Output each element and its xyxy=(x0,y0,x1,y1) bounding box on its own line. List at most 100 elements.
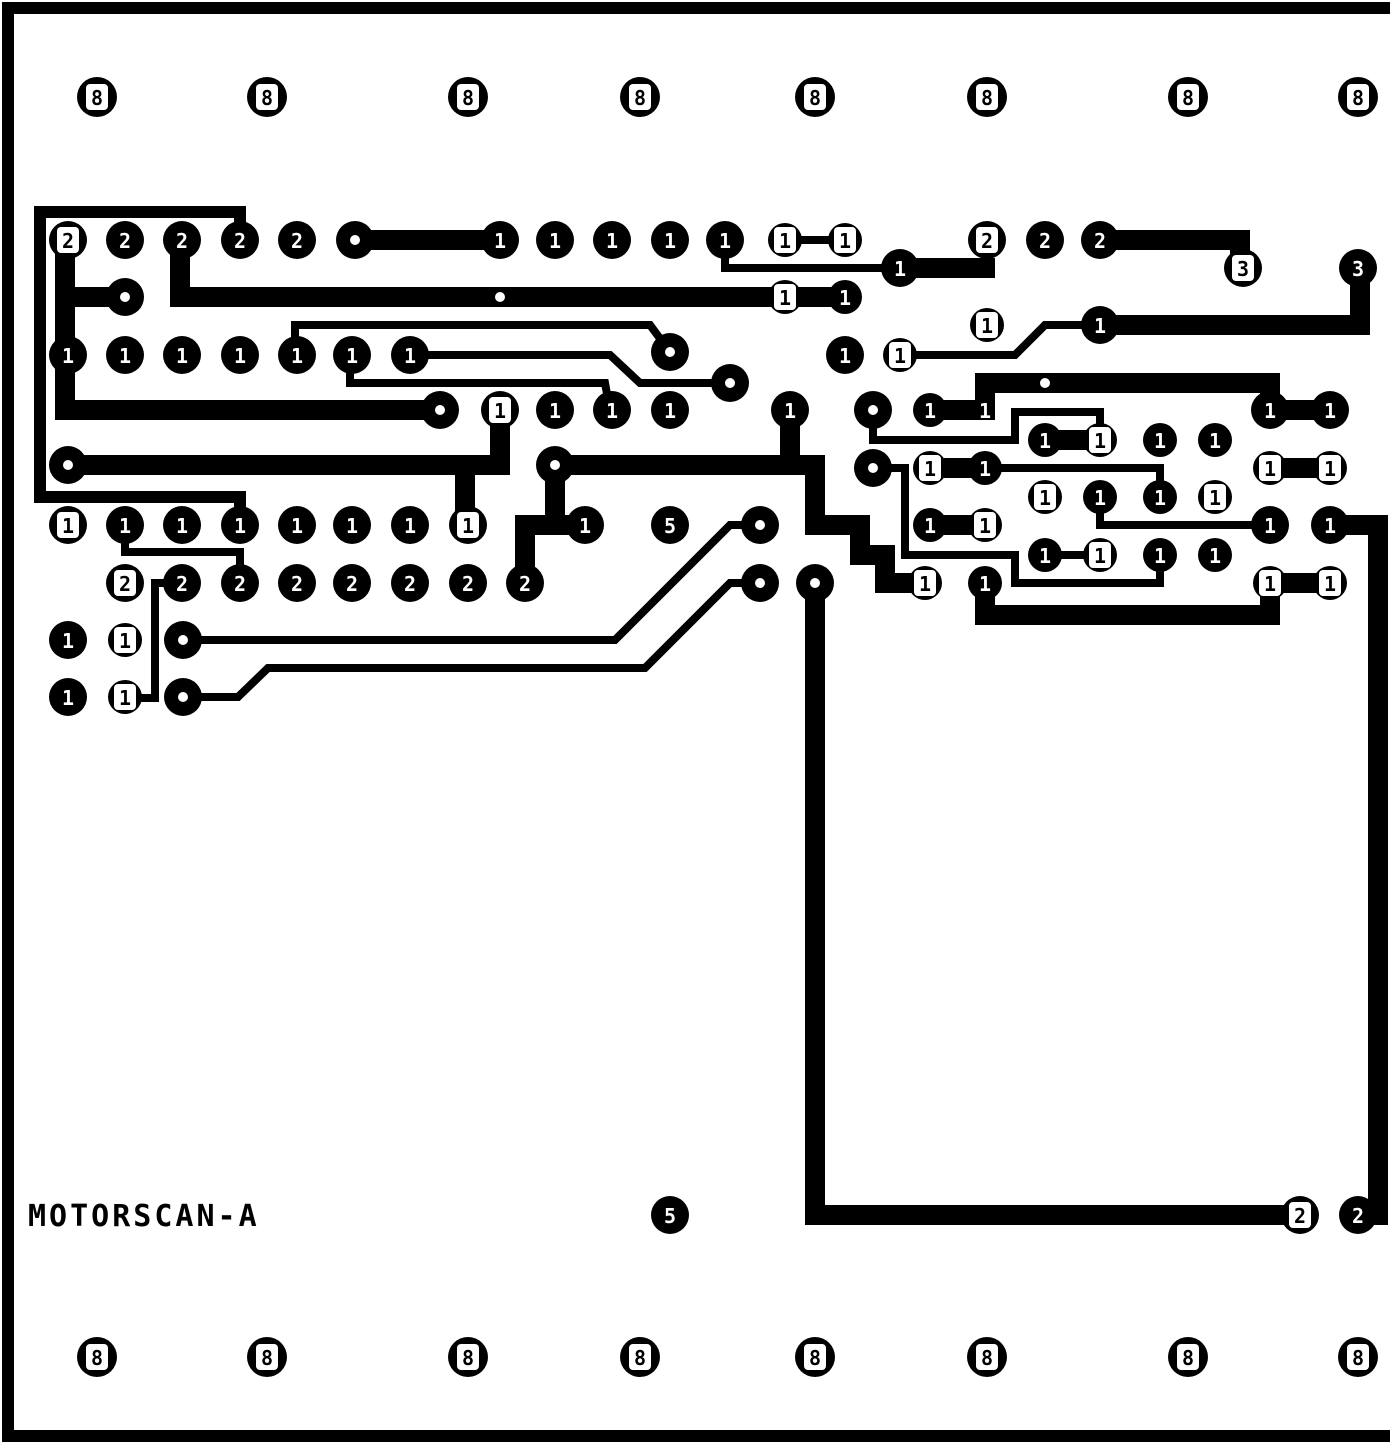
pad-label: 2 xyxy=(291,572,303,596)
trace xyxy=(1320,515,1388,1225)
pad: 1 xyxy=(826,336,864,374)
pad: 1 xyxy=(108,623,142,657)
trace xyxy=(805,573,1310,1225)
pad-row-b: 1 xyxy=(163,336,201,374)
pad-label: 8 xyxy=(809,86,821,110)
pad-row-e: 2 xyxy=(278,564,316,602)
pad-row-a: 2 xyxy=(221,221,259,259)
pad-label: 1 xyxy=(1094,544,1106,568)
pad-label: 1 xyxy=(839,344,851,368)
pad: 1 xyxy=(913,451,947,485)
pad-label: 1 xyxy=(719,229,731,253)
pad-label: 1 xyxy=(664,399,676,423)
pad-label: 8 xyxy=(462,86,474,110)
pad-pair-top: 1 xyxy=(828,223,862,257)
pad-label: 1 xyxy=(119,686,131,710)
pad-label: 1 xyxy=(494,399,506,423)
pad: 1 xyxy=(968,566,1002,600)
pad-via xyxy=(49,446,87,484)
pad-label: 1 xyxy=(119,344,131,368)
pad-label: 1 xyxy=(839,229,851,253)
pad-label: 1 xyxy=(894,344,906,368)
pad-label: 1 xyxy=(234,514,246,538)
mount-hole-bottom: 8 xyxy=(967,1337,1007,1377)
pad-row-a: 1 xyxy=(481,221,519,259)
pad-row-a: 1 xyxy=(536,221,574,259)
pad-label: 8 xyxy=(634,86,646,110)
mount-hole-top: 8 xyxy=(1338,77,1378,117)
pad-label: 2 xyxy=(291,229,303,253)
pad-row-d: 1 xyxy=(221,506,259,544)
pad-row-e: 2 xyxy=(449,564,487,602)
pad-via xyxy=(741,564,779,602)
trace xyxy=(179,579,764,701)
trace xyxy=(869,464,1164,587)
pad-label: 1 xyxy=(346,514,358,538)
pad-label: 1 xyxy=(1209,486,1221,510)
trace xyxy=(1090,258,1370,335)
pad-label: 1 xyxy=(119,629,131,653)
pad-label: 2 xyxy=(1094,229,1106,253)
pad-label: 1 xyxy=(1264,514,1276,538)
pad: 1 xyxy=(1253,451,1287,485)
pad-label: 1 xyxy=(1154,544,1166,568)
pad: 1 xyxy=(1198,423,1232,457)
pad-label: 1 xyxy=(924,514,936,538)
trace xyxy=(515,515,565,593)
pad-label: 1 xyxy=(1324,399,1336,423)
pad-label: 1 xyxy=(549,229,561,253)
mount-hole-top: 8 xyxy=(247,77,287,117)
pad: 1 xyxy=(1028,480,1062,514)
pad-three: 3 xyxy=(1224,249,1262,287)
pad-via xyxy=(796,564,834,602)
pad-label: 8 xyxy=(809,1346,821,1370)
board-label: MOTORSCAN-A xyxy=(28,1199,260,1234)
pad: 1 xyxy=(970,308,1004,342)
pad-label: 1 xyxy=(1209,429,1221,453)
pad-label: 1 xyxy=(234,344,246,368)
pad-label: 2 xyxy=(119,229,131,253)
trace xyxy=(975,573,1280,625)
pad: 1 xyxy=(1143,538,1177,572)
pad-label: 1 xyxy=(839,286,851,310)
pad-label: 2 xyxy=(119,572,131,596)
pad-row-a: 2 xyxy=(163,221,201,259)
pad-row-e: 2 xyxy=(106,564,144,602)
pad-three: 3 xyxy=(1339,249,1377,287)
pad-row-a: 2 xyxy=(49,221,87,259)
trace xyxy=(869,406,1104,444)
pad: 1 xyxy=(1311,506,1349,544)
pad-label: 1 xyxy=(1154,429,1166,453)
pad-via xyxy=(490,287,510,307)
pad-label: 2 xyxy=(519,572,531,596)
pad-pair-top: 1 xyxy=(768,223,802,257)
pad: 1 xyxy=(828,280,862,314)
pad-row-c: 1 xyxy=(593,391,631,429)
mount-hole-top: 8 xyxy=(1168,77,1208,117)
pad-row-b: 1 xyxy=(106,336,144,374)
mount-hole-top: 8 xyxy=(620,77,660,117)
pad-label: 1 xyxy=(62,686,74,710)
pad-via xyxy=(854,391,892,429)
pad-label: 1 xyxy=(549,399,561,423)
pad-top-right: 2 xyxy=(1081,221,1119,259)
pad-label: 1 xyxy=(1324,457,1336,481)
pad-label: 1 xyxy=(979,572,991,596)
pad-row-d: 1 xyxy=(278,506,316,544)
pad-via xyxy=(854,449,892,487)
pad-via xyxy=(536,446,574,484)
pad-label: 1 xyxy=(894,257,906,281)
pad: 1 xyxy=(49,621,87,659)
pad-via xyxy=(164,678,202,716)
pad-label: 8 xyxy=(91,86,103,110)
pad: 1 xyxy=(881,249,919,287)
pad-row-d: 1 xyxy=(391,506,429,544)
pad-label: 8 xyxy=(981,1346,993,1370)
pad-label: 1 xyxy=(494,229,506,253)
pad: 1 xyxy=(1313,451,1347,485)
mount-hole-bottom: 8 xyxy=(247,1337,287,1377)
pad-row-b: 1 xyxy=(391,336,429,374)
pad-via xyxy=(711,364,749,402)
pad-label: 2 xyxy=(346,572,358,596)
